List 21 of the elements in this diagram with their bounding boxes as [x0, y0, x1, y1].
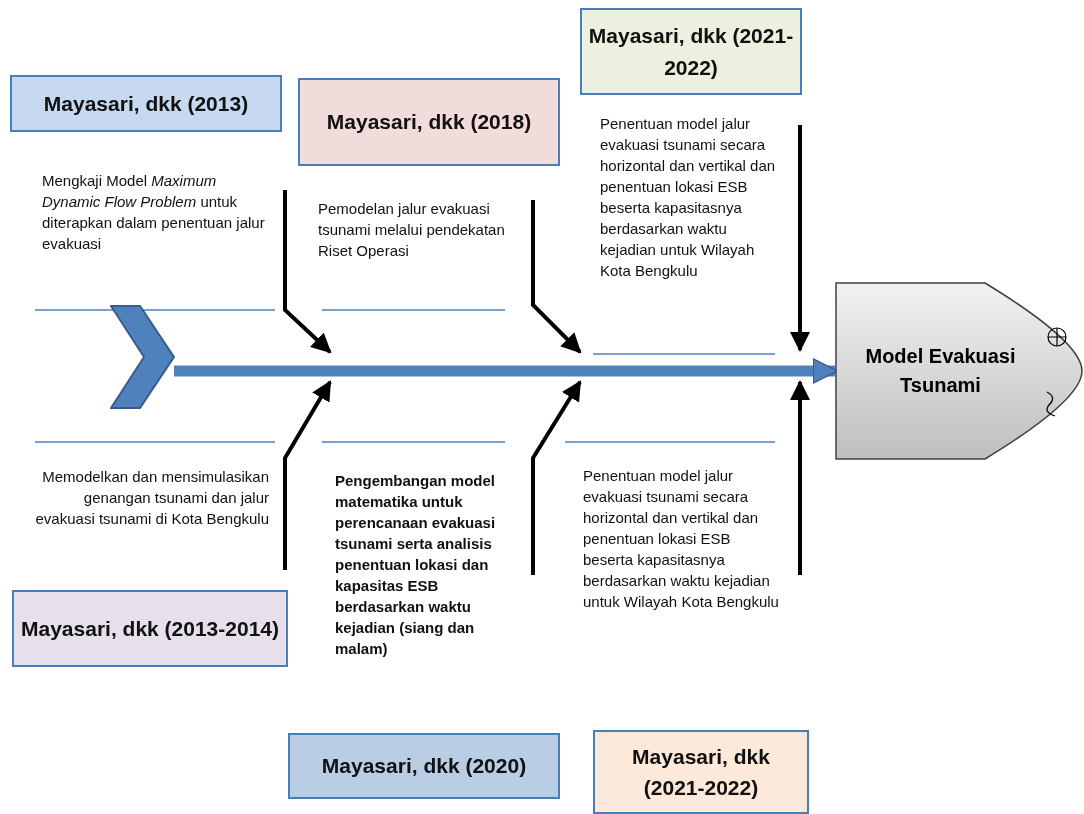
description-text: Penentuan model jalur evakuasi tsunami secara horizontal dan vertikal dan penentuan lokasi ESB beserta kapasitasnya berdasarkan waktu kejadian untuk Wilayah Kota Bengkulu — [583, 465, 798, 690]
description-text: Mengkaji Model Maximum Dynamic Flow Problem untuk diterapkan dalam penentuan jalur evakuasi — [42, 170, 283, 270]
fish-head — [835, 282, 1084, 460]
description-text: Memodelkan dan mensimulasikan genangan tsunami dan jalur evakuasi tsunami di Kota Bengkulu — [30, 466, 283, 571]
author-box: Mayasari, dkk (2021-2022) — [580, 8, 802, 95]
author-box: Mayasari, dkk (2021-2022) — [593, 730, 809, 814]
bone-arrow — [531, 200, 582, 354]
author-box: Mayasari, dkk (2013) — [10, 75, 282, 132]
author-box: Mayasari, dkk (2020) — [288, 733, 560, 799]
tail-chevron — [110, 305, 176, 409]
bone-arrow — [531, 380, 582, 575]
description-text: Pemodelan jalur evakuasi tsunami melalui pendekatan Riset Operasi — [318, 198, 531, 298]
bone-arrow — [790, 380, 810, 575]
description-text: Penentuan model jalur evakuasi tsunami secara horizontal dan vertikal dan penentuan lokasi ESB beserta kapasitasnya berdasarkan waktu kejadian untuk Wilayah Kota Bengkulu — [600, 113, 798, 333]
description-text: Pengembangan model matematika untuk perencanaan evakuasi tsunami serta analisis penentuan lokasi dan kapasitas ESB berdasarkan waktu kejadian (siang dan malam) — [335, 470, 531, 695]
bone-arrow — [790, 125, 810, 352]
author-box: Mayasari, dkk (2018) — [298, 78, 560, 166]
bone-arrow — [283, 190, 332, 354]
head-title: Model Evakuasi Tsunami — [864, 344, 1017, 398]
author-box: Mayasari, dkk (2013-2014) — [12, 590, 288, 667]
bone-arrow — [283, 380, 332, 570]
